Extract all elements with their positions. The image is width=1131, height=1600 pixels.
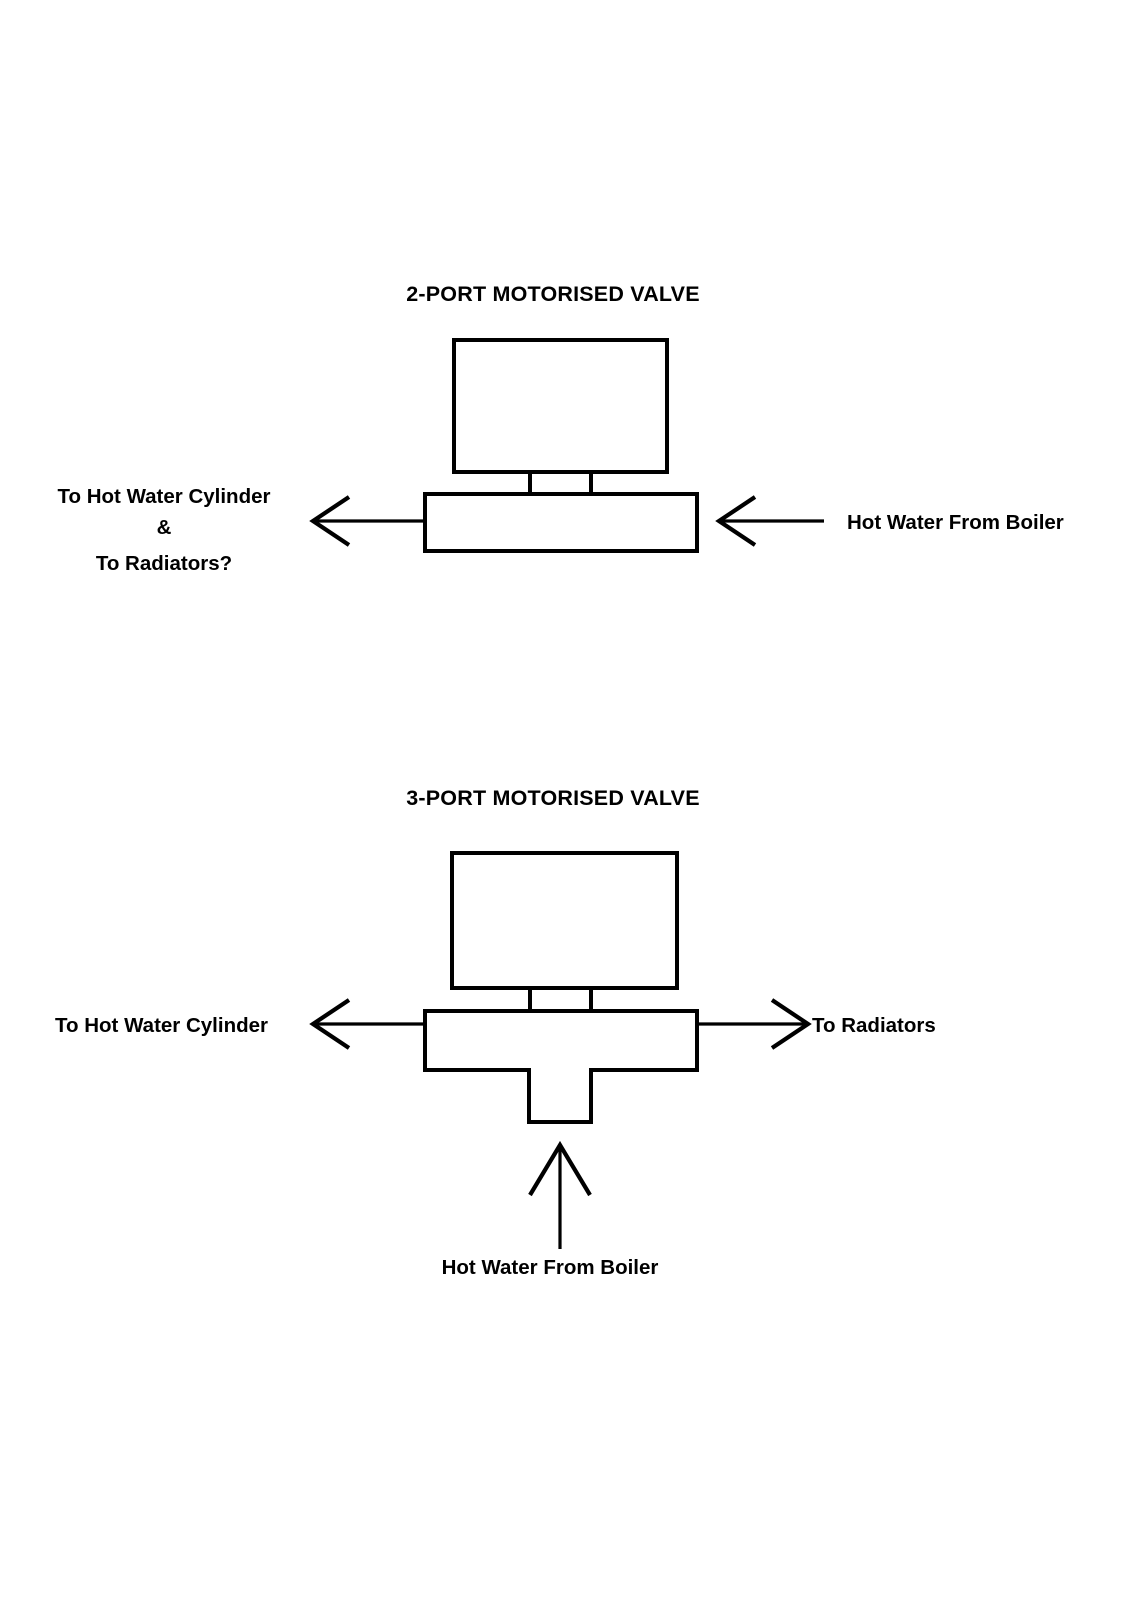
cylinder-label-line-1: To Hot Water Cylinder (55, 1014, 268, 1037)
boiler-arrow-up-head (528, 1140, 592, 1197)
outlet-arrow-left-head (309, 495, 351, 547)
radiators-arrow-right-head (770, 998, 812, 1050)
inlet-label-line-1: Hot Water From Boiler (847, 511, 1064, 534)
cylinder-label: To Hot Water Cylinder (55, 1014, 268, 1037)
outlet-label-line-2: & (157, 516, 172, 539)
outlet-label-line-1: To Hot Water Cylinder (58, 485, 271, 508)
outlet-label-line-3: To Radiators? (96, 552, 232, 575)
actuator-head-two-port (452, 338, 669, 474)
cylinder-arrow-left-head (309, 998, 351, 1050)
radiators-arrow-right (697, 998, 812, 1050)
actuator-head-three-port (450, 851, 679, 990)
boiler-arrow-up (528, 1140, 592, 1249)
boiler-label-line-1: Hot Water From Boiler (442, 1256, 659, 1279)
diagram-title-two-port: 2-PORT MOTORISED VALVE (406, 282, 700, 306)
cylinder-arrow-left (309, 998, 425, 1050)
inlet-arrow-left (715, 495, 824, 547)
valve-body-two-port (423, 492, 699, 553)
valve-group-three-port: 3-PORT MOTORISED VALVE To Hot Water Cylin… (55, 786, 936, 1279)
outlet-label: To Hot Water Cylinder & To Radiators? (58, 485, 271, 575)
diagram-title-three-port: 3-PORT MOTORISED VALVE (406, 786, 700, 810)
inlet-label: Hot Water From Boiler (847, 511, 1064, 534)
radiators-label-line-1: To Radiators (812, 1014, 936, 1037)
valve-body-three-port (423, 1009, 699, 1124)
valve-group-two-port: 2-PORT MOTORISED VALVE To Hot Water Cylin… (58, 282, 1064, 575)
boiler-label: Hot Water From Boiler (442, 1256, 659, 1279)
inlet-arrow-left-head (715, 495, 757, 547)
radiators-label: To Radiators (812, 1014, 936, 1037)
outlet-arrow-left (309, 495, 425, 547)
